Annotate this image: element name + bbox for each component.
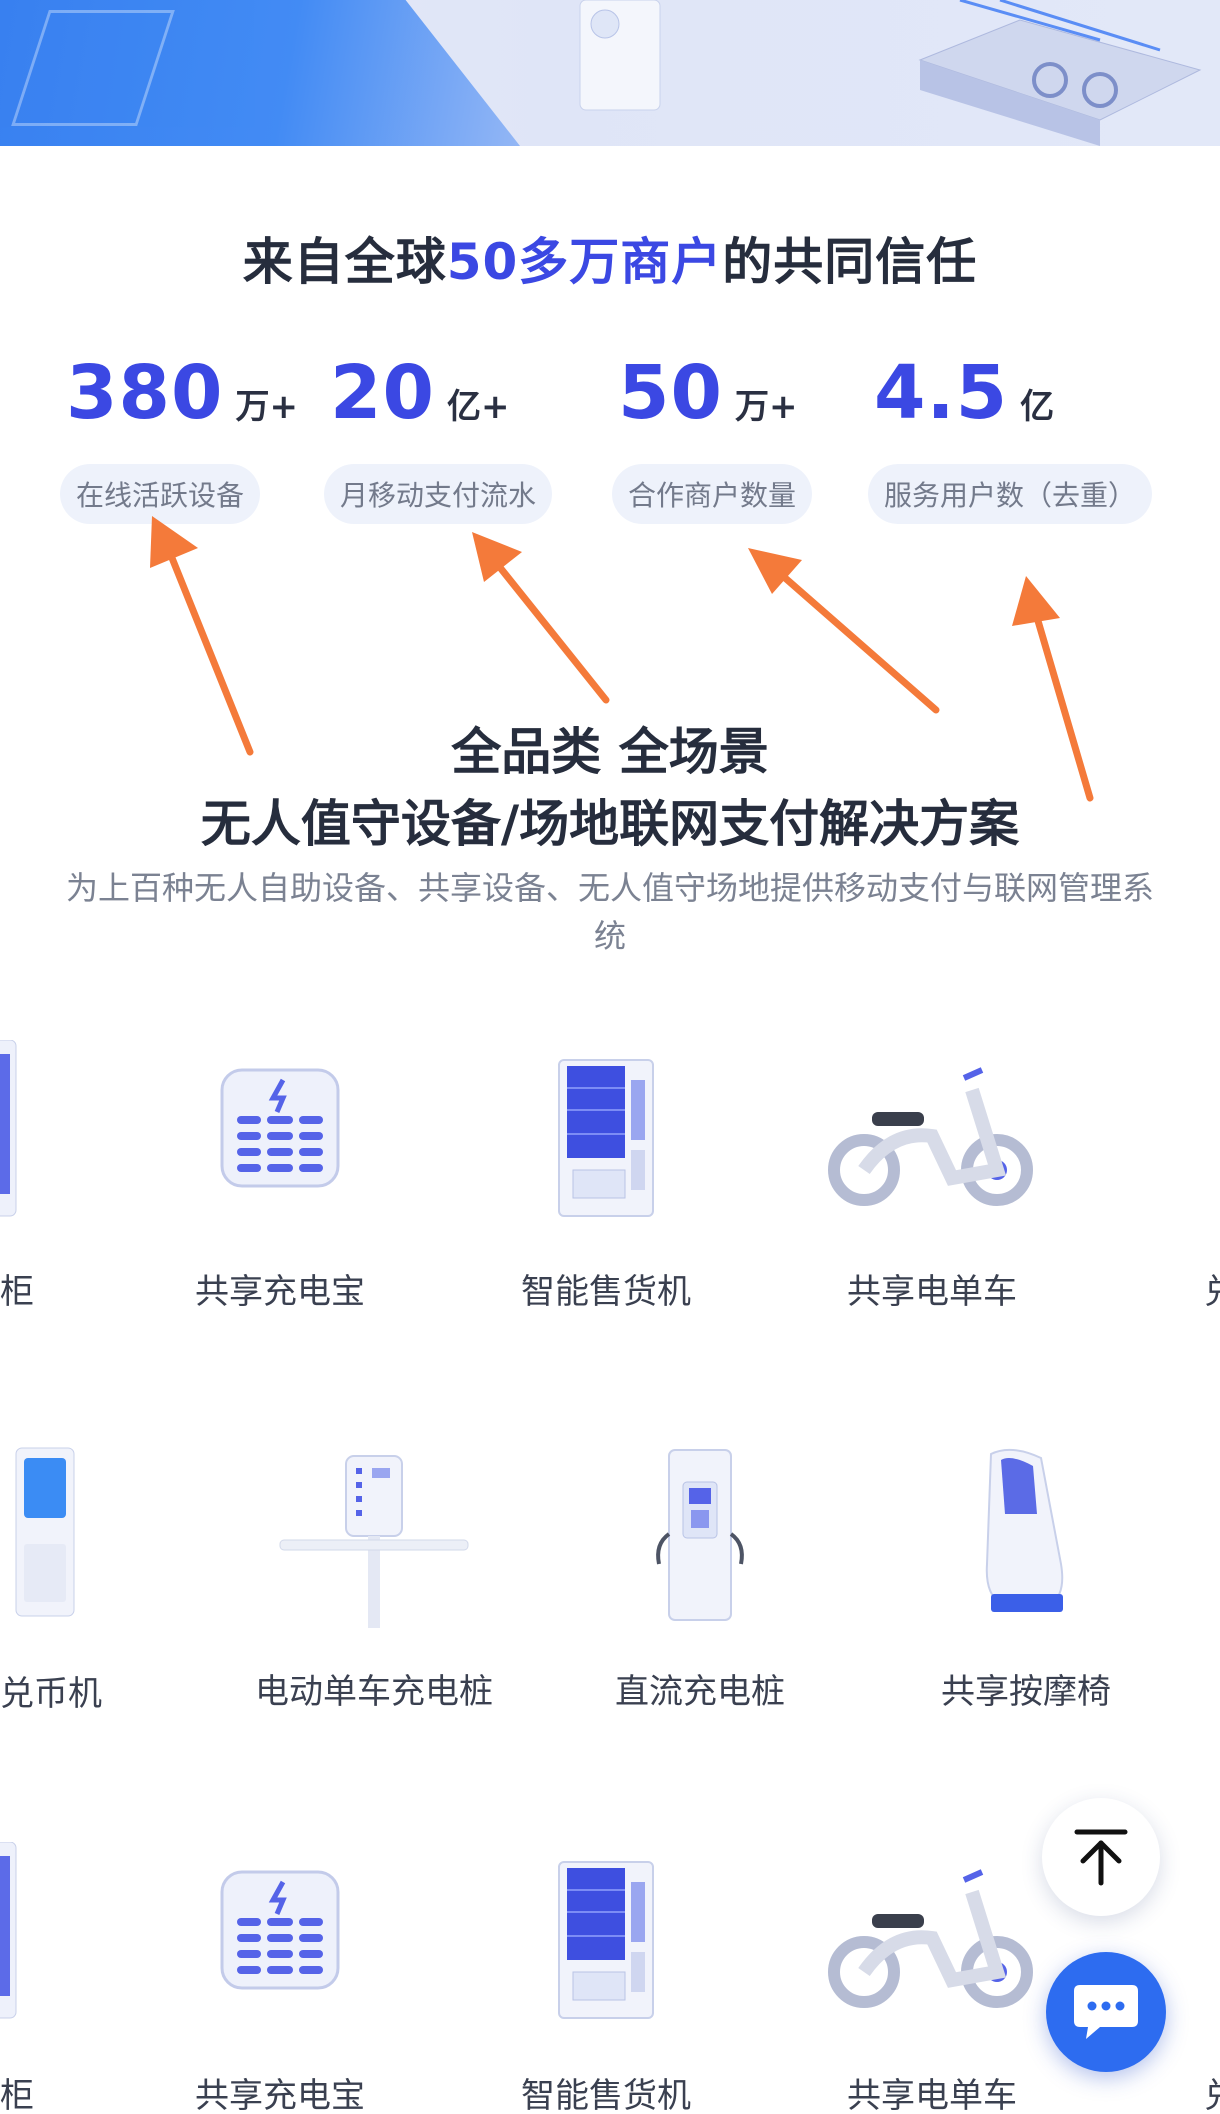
device-label: 直流充电桩 — [615, 1672, 785, 1712]
arrow-3-head — [748, 548, 802, 594]
power-bank-icon — [220, 1870, 340, 1990]
power-bank-icon — [220, 1068, 340, 1188]
device-vending-machine[interactable]: 智能售货机 — [456, 1842, 756, 2114]
solutions-title-line2: 无人值守设备/场地联网支付解决方案 — [200, 795, 1020, 853]
chat-button[interactable] — [1046, 1952, 1166, 2072]
device-e-bike[interactable]: 共享电单车 — [782, 1040, 1082, 1340]
arrow-2-head — [472, 532, 522, 582]
stat-label: 月移动支付流水 — [324, 464, 553, 524]
device-label: 共享充电宝 — [195, 2076, 365, 2114]
device-power-bank[interactable]: 共享充电宝 — [130, 1842, 430, 2114]
device-label: 共享充电宝 — [195, 1272, 365, 1312]
device-vending-machine[interactable]: 智能售货机 — [456, 1040, 756, 1340]
banner-device-icon — [579, 0, 661, 111]
stat-number: 20 — [330, 350, 435, 436]
e-bike-icon — [828, 1067, 1033, 1206]
arrow-3 — [772, 566, 940, 714]
device-massage-chair[interactable]: 共享按摩椅 — [876, 1444, 1176, 1744]
stat-unit: 亿+ — [446, 387, 510, 427]
coin-machine-icon — [15, 1447, 75, 1617]
device-label-partial-right: 兑 — [1204, 2068, 1220, 2114]
stat-value: 380 万+ — [66, 356, 298, 430]
arrow-up-bar-icon — [1074, 1829, 1128, 1886]
device-power-bank[interactable]: 共享充电宝 — [130, 1040, 430, 1340]
stat-number: 4.5 — [874, 350, 1009, 436]
banner-blue-graphic — [0, 0, 520, 146]
device-label: 智能售货机 — [521, 1272, 691, 1312]
trust-title-post: 的共同信任 — [722, 233, 978, 291]
device-label: 共享按摩椅 — [941, 1672, 1111, 1712]
stat-value: 4.5 亿 — [874, 356, 1054, 430]
back-to-top-button[interactable] — [1042, 1798, 1160, 1916]
charging-pile-icon — [279, 1455, 469, 1628]
e-bike-icon — [828, 1869, 1033, 2008]
stat-unit: 万+ — [235, 387, 298, 427]
trust-title-highlight: 50多万商户 — [446, 233, 723, 291]
stat-merchants: 50 万+ 合作商户数量 — [612, 356, 813, 524]
device-label-partial-left: 柜 — [0, 2076, 34, 2114]
device-label: 共享电单车 — [847, 1272, 1017, 1312]
locker-partial-icon — [0, 1040, 17, 1217]
device-e-bike[interactable]: 共享电单车 — [782, 1842, 1082, 2114]
device-ebike-charging-pile[interactable]: 电动单车充电桩 — [224, 1444, 524, 1744]
vending-machine-icon — [558, 1861, 654, 2019]
device-dc-charging-pile[interactable]: 直流充电桩 — [550, 1444, 850, 1744]
stat-label: 在线活跃设备 — [60, 464, 261, 524]
vending-machine-icon — [558, 1059, 654, 1217]
arrow-4-head — [1012, 576, 1060, 626]
stat-label: 合作商户数量 — [612, 464, 813, 524]
stat-value: 20 亿+ — [330, 356, 509, 430]
stat-number: 50 — [618, 350, 723, 436]
stat-users: 4.5 亿 服务用户数（去重） — [868, 356, 1153, 524]
hero-banner — [0, 0, 1220, 146]
device-label-partial-left: 兑币机 — [0, 1674, 102, 1714]
stat-active-devices: 380 万+ 在线活跃设备 — [60, 356, 298, 524]
stat-monthly-payments: 20 亿+ 月移动支付流水 — [324, 356, 553, 524]
dc-charger-icon — [656, 1449, 744, 1621]
device-label-partial-left: 柜 — [0, 1272, 34, 1312]
solutions-description: 为上百种无人自助设备、共享设备、无人值守场地提供移动支付与联网管理系统 — [65, 869, 1154, 955]
stat-unit: 万+ — [734, 387, 798, 427]
trust-title: 来自全球50多万商户的共同信任 — [0, 222, 1220, 294]
chat-bubble-icon — [1074, 1985, 1138, 2039]
solutions-title-line1: 全品类 全场景 — [451, 723, 769, 781]
locker-partial-icon — [0, 1842, 17, 2019]
stat-label: 服务用户数（去重） — [868, 464, 1153, 524]
stat-number: 380 — [66, 350, 224, 436]
stat-value: 50 万+ — [618, 356, 797, 430]
device-label-partial-right: 兑 — [1204, 1264, 1220, 1313]
banner-platform-icon — [918, 0, 1202, 146]
stat-unit: 亿 — [1020, 387, 1055, 427]
trust-title-pre: 来自全球 — [242, 233, 447, 291]
device-label: 电动单车充电桩 — [255, 1672, 493, 1712]
arrow-2 — [490, 556, 610, 704]
device-label: 智能售货机 — [521, 2076, 691, 2114]
device-label: 共享电单车 — [847, 2076, 1017, 2114]
massage-chair-icon — [985, 1448, 1064, 1612]
